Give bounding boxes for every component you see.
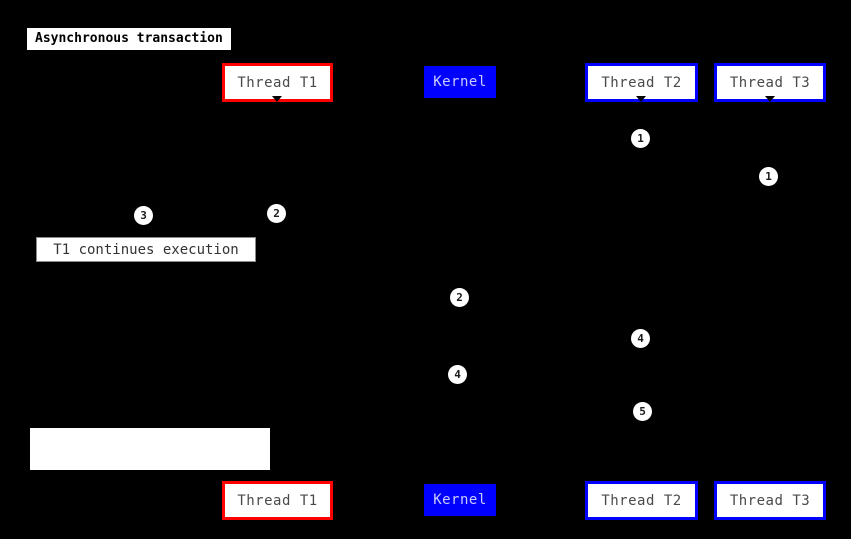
diagram-title: Asynchronous transaction bbox=[27, 28, 231, 50]
message-marker: 2 bbox=[450, 288, 469, 307]
participant-kernel-bottom: Kernel bbox=[424, 484, 496, 516]
message-marker: 4 bbox=[631, 329, 650, 348]
lifeline-tick-t2-top bbox=[636, 96, 646, 102]
participant-thread-t1-top: Thread T1 bbox=[222, 63, 333, 102]
message-marker: 2 bbox=[267, 204, 286, 223]
participant-thread-t3-top: Thread T3 bbox=[714, 63, 826, 102]
message-marker: 3 bbox=[134, 206, 153, 225]
participant-thread-t1-bottom: Thread T1 bbox=[222, 481, 333, 520]
message-marker: 1 bbox=[759, 167, 778, 186]
participant-kernel-top: Kernel bbox=[424, 66, 496, 98]
note-t1-continues-execution: T1 continues execution bbox=[36, 237, 256, 262]
message-marker: 4 bbox=[448, 365, 467, 384]
message-marker: 5 bbox=[633, 402, 652, 421]
participant-thread-t3-bottom: Thread T3 bbox=[714, 481, 826, 520]
participant-thread-t2-bottom: Thread T2 bbox=[585, 481, 698, 520]
note-blank bbox=[30, 428, 270, 470]
lifeline-tick-t1-top bbox=[272, 96, 282, 102]
message-marker: 1 bbox=[631, 129, 650, 148]
lifeline-tick-t3-top bbox=[765, 96, 775, 102]
